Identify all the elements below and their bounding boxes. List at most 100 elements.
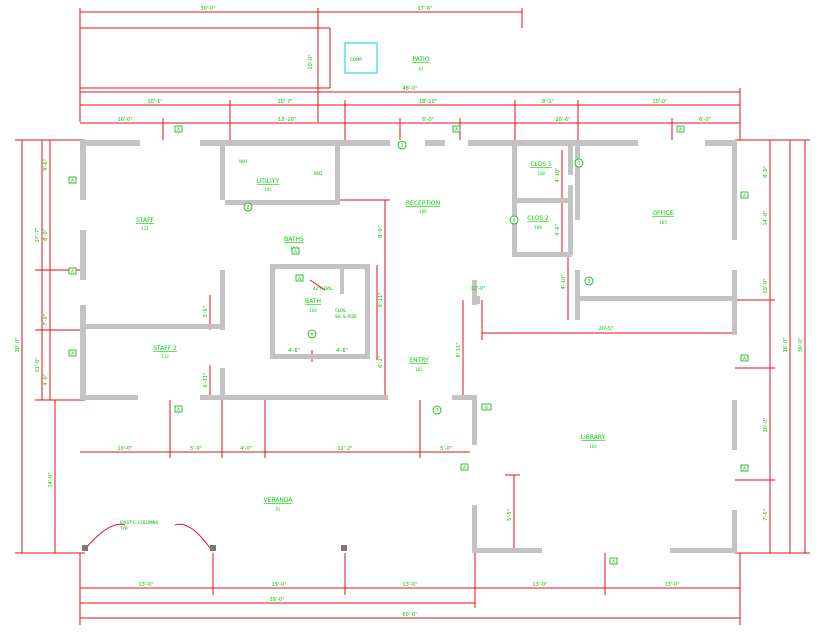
note-wh: W/H [239,159,247,164]
tag-3: A [679,127,682,132]
dim-row2-4: 8'-1" [542,99,554,105]
dim-bottom1-1: 13'-0" [138,582,153,588]
room-library-code: 102 [589,444,597,449]
room-labels: PATIO P7 UTILITY 105 STAFF 111 RECEPTION… [136,56,674,512]
dim-bottom1-3: 13'-0" [402,582,417,588]
tag-9: A [743,356,746,361]
dim-veranda-5: 5'-0" [440,446,452,452]
dim-right-inner-4: 20'-0" [763,417,769,432]
room-staff2-code: 112 [161,354,169,359]
dim-bottom1-2: 13'-0" [271,582,286,588]
room-clos1-label: CLOS 1 [530,161,552,168]
room-entry-code: 101 [415,367,423,372]
note-clos-shelf: CLOS. [335,308,347,313]
dimension-text: 30'-0" 17'-6" 10'-0" 48'-0" 10'-1" 10'-7… [15,6,804,618]
dim-row3-4: 20'-6" [555,117,570,123]
room-patio-code: P7 [419,67,424,72]
tag-4: A [71,178,74,183]
dim-interior-9: 4'-10" [561,274,567,289]
dim-interior-8: 8'-11" [456,342,462,357]
dim-left-mid-1: 17'-7" [35,227,41,242]
dim-interior-3: 6'-2" [378,356,384,368]
tag-14: A [294,249,297,254]
dim-row2-2: 10'-7" [277,99,292,105]
tag-6: A [71,351,74,356]
dim-library-bottom: 5'-5" [507,509,513,521]
dim-left-outer: 30'-0" [15,337,21,352]
room-office-label: OFFICE [652,210,674,217]
room-bath-code: 104 [309,308,317,313]
room-reception-label: RECEPTION [406,200,440,207]
tag-11: A [463,465,466,470]
room-utility-code: 105 [264,187,272,192]
circle-tags: 1 2 3 4 5 6 7 8 [243,140,594,415]
dim-right-outer: 36'-0" [798,337,804,352]
dim-bottom1-4: 13'-0" [532,582,547,588]
room-clos2-code: 109 [534,225,542,230]
note-bath: 42"H BAL. [313,286,333,291]
dim-interior-7: 6'-11" [203,372,209,387]
circle-tag-5: 5 [588,279,591,284]
dim-veranda-4: 12'-2" [337,446,352,452]
dim-right-inner-5: 7'-6" [763,509,769,521]
dim-interior-4: 3'-6" [203,306,209,318]
dim-interior-11: 4'-6" [555,224,561,236]
dim-right-mid: 36'-0" [783,337,789,352]
dim-top-2: 17'-6" [417,6,432,12]
room-entry-label: ENTRY [409,357,429,364]
dim-row3-1: 10'-0" [117,117,132,123]
notes: COMP. W/H W/D CLOS. SH. & ROD 42"H BAL. … [119,57,362,531]
dim-interior-2: 9'-11" [378,292,384,307]
dim-row3-3: 6'-0" [422,117,434,123]
compressor-box [344,42,378,74]
room-reception-code: 106 [419,209,427,214]
dim-bottom-overall: 60'-0" [402,612,417,618]
dim-left-inner-3: 7'-0" [43,314,49,326]
dim-left-low: 14'-0" [48,472,54,487]
circle-tag-7: 7 [436,408,439,413]
dim-row3-2: 13'-10" [278,117,296,123]
circle-tag-2: 2 [247,205,250,210]
dim-bottom1-5: 13'-0" [664,582,679,588]
room-clos2-label: CLOS 2 [527,215,549,222]
dim-left-inner-2: 8'-0" [43,229,49,241]
room-baths-label: BATHS [284,236,304,243]
note-clos-shelf2: SH. & ROD [335,314,356,319]
dim-veranda-3: 4'-0" [240,446,252,452]
room-staff2-label: STAFF 2 [153,345,177,352]
circle-tag-3: 3 [578,161,581,166]
room-staff-label: STAFF [136,217,155,224]
circle-tag-4: 4 [513,218,516,223]
tag-7: A [177,407,180,412]
room-office-code: 107 [659,220,667,225]
dim-top-1: 30'-0" [200,6,215,12]
room-utility-label: UTILITY [257,178,280,185]
tag-5: A [71,269,74,274]
dim-row2-5: 10'-0" [652,99,667,105]
dim-veranda-1: 10'-0" [117,446,132,452]
tag-2: A [455,127,458,132]
room-bath-label: BATH [305,298,321,305]
walls [80,140,737,553]
dim-interior-12: 12'-0" [470,286,485,292]
room-library-label: LIBRARY [581,434,606,441]
room-patio-label: PATIO [412,56,429,63]
room-clos1-code: 108 [537,171,545,176]
note-comp: COMP. [350,57,362,62]
dim-interior-1: 9'-0" [378,226,384,238]
tag-12: A [612,559,615,564]
room-veranda-code: P1 [276,507,281,512]
note-exist-column2: TYP. [119,526,128,531]
dim-veranda-2: 5'-0" [190,446,202,452]
dim-row2-3: 18'-10" [419,99,437,105]
tag-1: A [177,127,180,132]
tag-15: B [485,405,488,410]
dim-row3-5: 6'-0" [699,117,711,123]
dim-right-inner-1: 8'-0" [763,166,769,178]
dim-left-mid-2: 11'-0" [35,357,41,372]
dim-patio-side: 10'-0" [308,54,314,69]
note-exist-column: EXIST'G. COLUMNS [120,520,159,525]
room-veranda-label: VERANDA [263,497,293,504]
tag-10: A [743,466,746,471]
